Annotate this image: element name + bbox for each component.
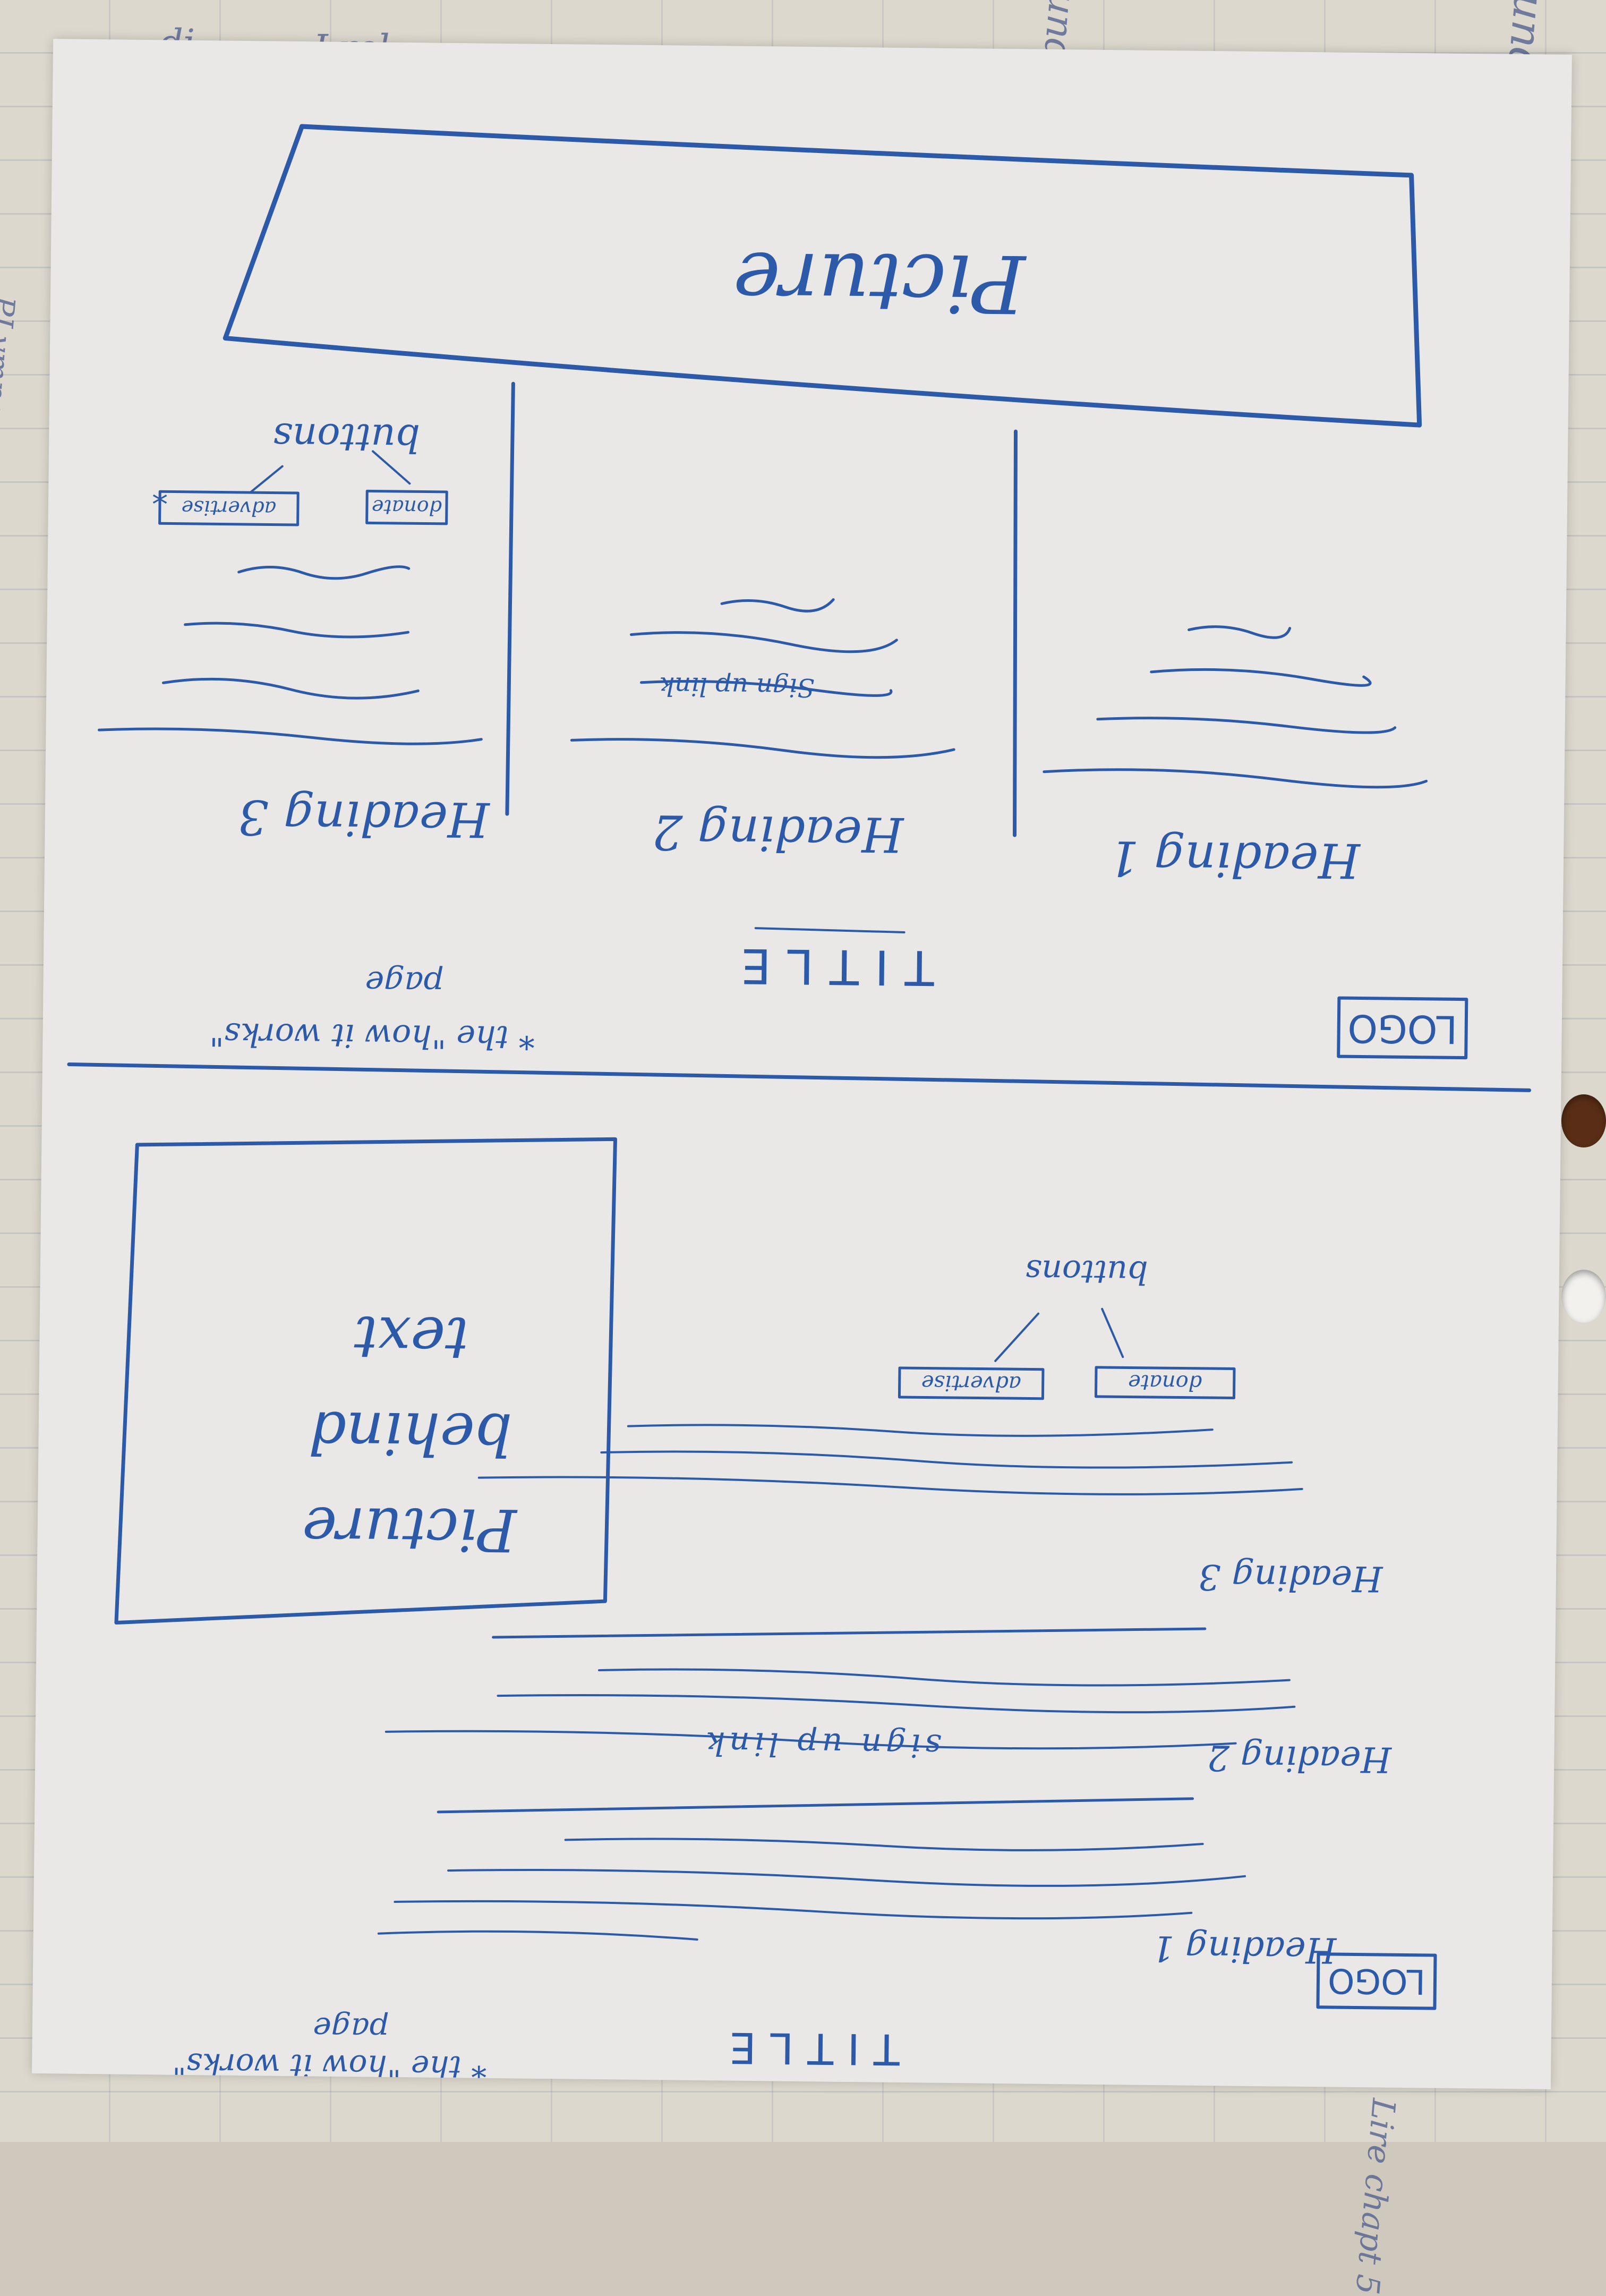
top-picture-label: Picture bbox=[732, 234, 1027, 330]
text-line bbox=[564, 1838, 1204, 1851]
bottom-logo-box bbox=[1316, 1952, 1437, 2010]
top-heading-2: Heading 2 bbox=[652, 804, 904, 862]
top-heading-1: Heading 1 bbox=[1108, 830, 1361, 888]
bottom-picture-box bbox=[114, 1137, 618, 1625]
text-line bbox=[492, 1627, 1207, 1639]
top-note-line1: * the "how it works" bbox=[209, 1015, 535, 1056]
wireframe-sketch: Picture buttons donate advertise * Sign … bbox=[67, 124, 1532, 2086]
annotation-arrow bbox=[1101, 1307, 1124, 1358]
text-line bbox=[497, 1694, 1296, 1714]
bottom-button-advertise bbox=[898, 1366, 1045, 1400]
annotation-arrow bbox=[249, 465, 284, 494]
sketch-paper: Picture buttons donate advertise * Sign … bbox=[32, 39, 1572, 2089]
text-line bbox=[598, 1668, 1291, 1687]
bottom-sign-up-link: sign up link bbox=[701, 1724, 941, 1764]
margin-word: PLvmpomgue bbox=[0, 294, 22, 503]
text-line bbox=[394, 1900, 1193, 1920]
top-button-donate bbox=[365, 489, 448, 525]
text-line bbox=[629, 631, 898, 653]
column-divider bbox=[505, 381, 515, 816]
text-line bbox=[627, 1424, 1214, 1437]
top-buttons-note: buttons bbox=[272, 415, 420, 461]
top-note-line2: page bbox=[365, 964, 444, 1002]
top-logo: LOGO bbox=[1347, 1006, 1458, 1052]
text-line bbox=[377, 1930, 698, 1941]
title-underline bbox=[754, 927, 905, 934]
text-line bbox=[184, 622, 409, 639]
top-button-donate-label: donate bbox=[372, 495, 442, 519]
text-line bbox=[1150, 668, 1372, 687]
text-line bbox=[1096, 717, 1397, 734]
bottom-logo: LOGO bbox=[1328, 1960, 1425, 2001]
text-line bbox=[161, 677, 420, 700]
sketch-divider bbox=[67, 1062, 1532, 1092]
text-line bbox=[237, 565, 411, 580]
text-line bbox=[570, 738, 955, 759]
text-line bbox=[720, 598, 835, 613]
text-line bbox=[640, 679, 893, 697]
text-line bbox=[98, 727, 483, 745]
bottom-picture-text1: Picture bbox=[302, 1494, 518, 1564]
column-divider bbox=[1013, 429, 1018, 837]
asterisk-mark: * bbox=[152, 486, 168, 523]
top-button-advertise-label: advertise bbox=[181, 496, 276, 521]
text-line bbox=[1188, 625, 1292, 639]
bottom-button-donate bbox=[1094, 1366, 1236, 1400]
top-picture-box bbox=[223, 124, 1422, 428]
top-sign-up-link: Sign up link bbox=[659, 671, 815, 702]
bottom-button-donate-label: donate bbox=[1128, 1370, 1202, 1394]
bottom-buttons-note: buttons bbox=[1025, 1252, 1148, 1290]
bottom-title: TITLE bbox=[715, 2022, 900, 2074]
top-button-advertise bbox=[158, 490, 300, 526]
annotation-arrow bbox=[994, 1312, 1040, 1362]
top-title: TITLE bbox=[725, 937, 935, 995]
bottom-picture-text2: behind bbox=[309, 1398, 512, 1468]
binder-hole bbox=[1561, 1270, 1606, 1323]
bottom-heading-2: Heading 2 bbox=[1207, 1737, 1392, 1780]
text-line bbox=[385, 1730, 1237, 1750]
text-line bbox=[437, 1797, 1194, 1814]
top-logo-box bbox=[1337, 996, 1468, 1060]
top-heading-3: Heading 3 bbox=[238, 789, 491, 847]
annotation-arrow bbox=[372, 450, 411, 485]
text-line bbox=[600, 1450, 1293, 1469]
bottom-button-advertise-label: advertise bbox=[921, 1370, 1021, 1396]
top-wireframe: Picture buttons donate advertise * Sign … bbox=[98, 124, 1468, 1060]
text-line bbox=[447, 1868, 1246, 1887]
bottom-picture-text3: text bbox=[353, 1303, 469, 1372]
bottom-heading-3: Heading 3 bbox=[1198, 1557, 1383, 1600]
binder-hole bbox=[1561, 1094, 1606, 1147]
bottom-heading-1: Heading 1 bbox=[1152, 1928, 1337, 1971]
bottom-wireframe: text behind Picture buttons donate adver… bbox=[114, 1137, 1437, 2086]
text-line bbox=[477, 1476, 1303, 1495]
text-line bbox=[1043, 768, 1428, 789]
bottom-note-line2: page bbox=[313, 2010, 389, 2047]
